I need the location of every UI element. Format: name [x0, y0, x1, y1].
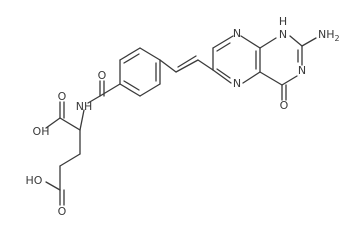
atom-o-acid-bottom: O	[58, 205, 67, 218]
pyrazine-ring	[212, 35, 261, 84]
atom-nh2-main: NH	[318, 28, 335, 41]
atom-o-keto: O	[280, 99, 289, 112]
atom-labels: N N H N N NH2 O O NH O OH HO O	[26, 15, 340, 218]
atom-n-pteridine-top: N	[233, 27, 241, 40]
amide-group	[87, 80, 121, 104]
benzene-ring	[119, 47, 161, 97]
vinylene-linker	[159, 55, 214, 73]
atom-n-pteridine-bottom: N	[233, 77, 241, 90]
atom-o-acid-top: O	[58, 90, 67, 103]
atom-oh-acid-top: OH	[33, 125, 50, 138]
atom-h-ring: H	[279, 15, 287, 28]
atom-nh2: NH2	[318, 28, 340, 43]
atom-ho-acid-bottom: HO	[26, 174, 43, 187]
pyrimidine-ring	[259, 35, 317, 101]
atom-o-amide: O	[98, 69, 107, 82]
atom-n-ring-right: N	[298, 64, 306, 77]
glutamate-backbone	[45, 101, 85, 206]
atom-n-ring-top: N	[279, 28, 287, 41]
atom-nh2-subscript: 2	[335, 34, 340, 43]
atom-nh-amide: NH	[76, 100, 93, 113]
